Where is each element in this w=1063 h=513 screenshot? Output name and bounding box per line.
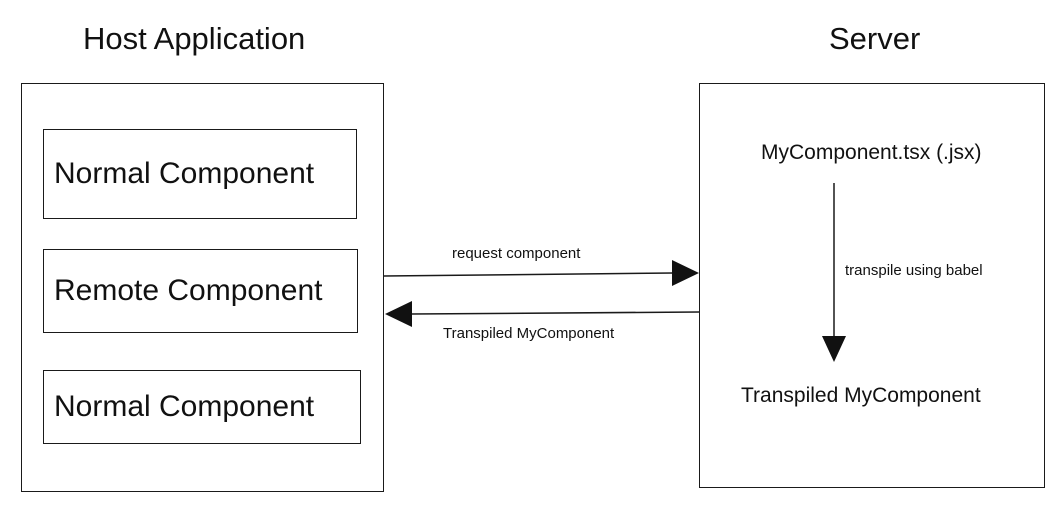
host-application-box bbox=[21, 83, 384, 492]
normal-component-box-2: Normal Component bbox=[43, 370, 361, 444]
normal-component-box-1: Normal Component bbox=[43, 129, 357, 219]
transpile-label: transpile using babel bbox=[845, 262, 983, 279]
server-box bbox=[699, 83, 1045, 488]
request-arrow bbox=[383, 260, 699, 286]
normal-component-label-1: Normal Component bbox=[54, 157, 315, 190]
normal-component-label-2: Normal Component bbox=[54, 390, 315, 423]
server-title: Server bbox=[829, 21, 921, 56]
transpile-arrow bbox=[822, 183, 846, 362]
host-application-title: Host Application bbox=[83, 21, 306, 56]
response-arrow bbox=[385, 301, 700, 327]
remote-component-box: Remote Component bbox=[43, 249, 358, 333]
remote-component-label: Remote Component bbox=[54, 274, 323, 307]
request-edge-label: request component bbox=[452, 245, 581, 262]
source-file-label: MyComponent.tsx (.jsx) bbox=[761, 141, 982, 164]
transpiled-output-label: Transpiled MyComponent bbox=[741, 384, 981, 407]
response-edge-label: Transpiled MyComponent bbox=[443, 325, 615, 342]
